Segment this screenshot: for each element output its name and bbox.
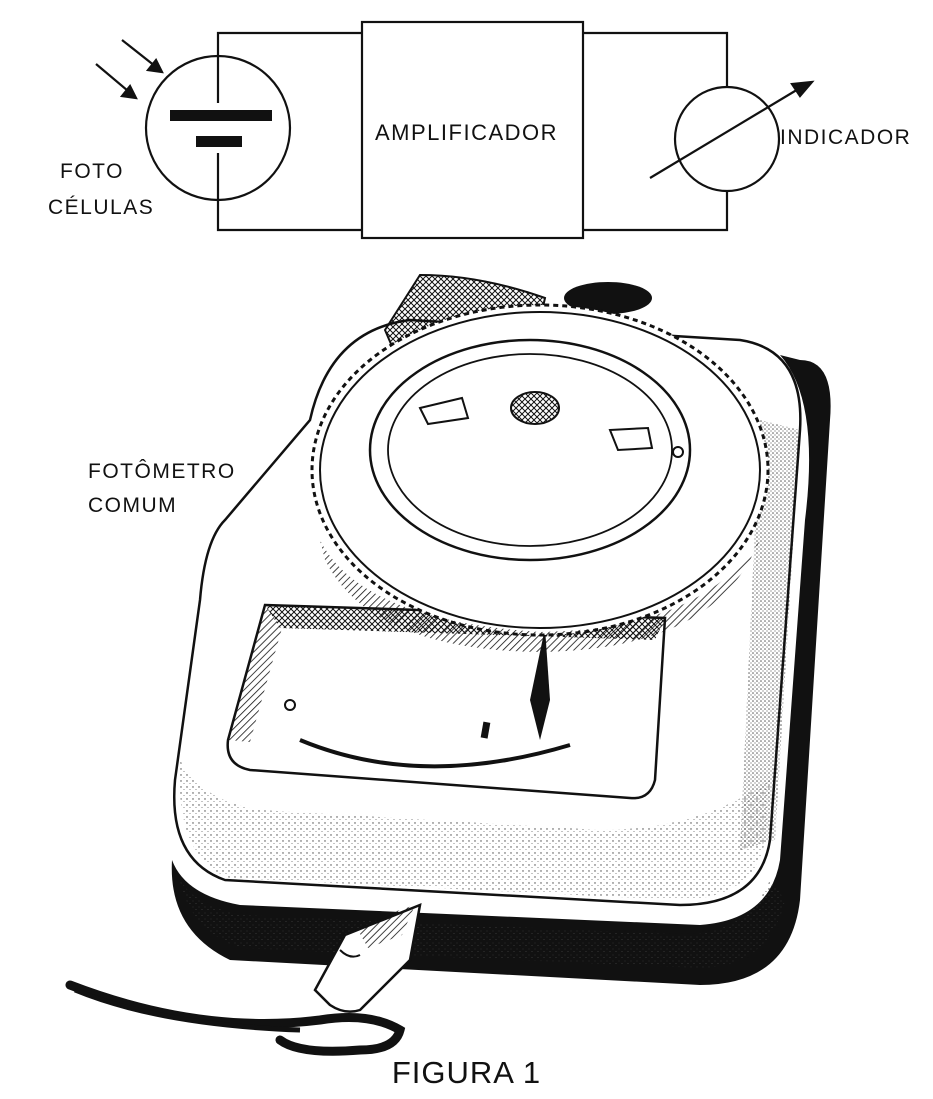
light-meter-label-line1: FOTÔMETRO xyxy=(88,460,236,483)
light-meter-label-line2: COMUM xyxy=(88,494,178,517)
wire-bottom-left xyxy=(216,153,362,232)
photocell-plate-short xyxy=(196,136,242,147)
figure-caption: FIGURA 1 xyxy=(391,1055,542,1090)
meter-scale-arc xyxy=(299,738,571,769)
dial-window-right xyxy=(608,426,654,452)
wire-top-left xyxy=(216,31,362,103)
indicator-arrow-icon xyxy=(649,80,815,179)
photocell-symbol xyxy=(144,54,292,202)
amplifier-label: AMPLIFICADOR xyxy=(375,120,559,145)
block-diagram xyxy=(95,20,815,240)
amplifier-block xyxy=(360,20,585,240)
top-knob xyxy=(564,282,652,314)
dial-face xyxy=(368,338,692,562)
photocells-label-line2: CÉLULAS xyxy=(48,196,155,219)
indicator-symbol xyxy=(673,85,781,193)
light-meter-illustration xyxy=(65,273,831,1056)
strap-cord xyxy=(65,980,406,1056)
wire-top-right xyxy=(583,31,729,88)
photocell-plate-long xyxy=(170,110,272,121)
indicator-label: INDICADOR xyxy=(780,126,912,149)
meter-scale-mark xyxy=(480,721,491,739)
dial-window-left xyxy=(418,396,470,426)
photocells-label-line1: FOTO xyxy=(60,160,124,183)
wire-bottom-right xyxy=(583,190,729,232)
light-arrows-icon xyxy=(95,39,164,100)
dial-hub xyxy=(510,391,560,425)
meter-needle xyxy=(530,628,550,740)
